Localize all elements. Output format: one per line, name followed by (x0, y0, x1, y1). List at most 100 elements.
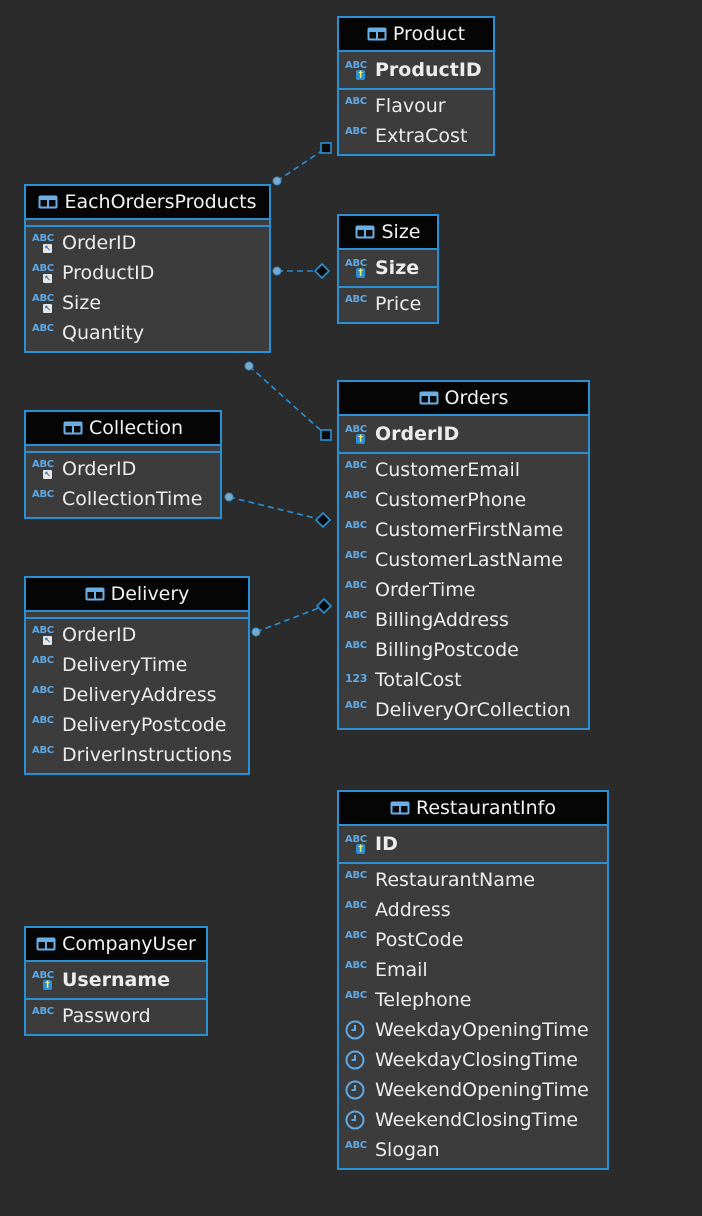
field-row[interactable]: ABC↖OrderID (26, 228, 269, 258)
column-name: PostCode (375, 929, 464, 951)
numeric-type-icon: 123 (345, 672, 368, 685)
table-icon (36, 937, 56, 951)
relationship-eachordersproducts-size[interactable] (272, 262, 331, 280)
primary-key-section: ABC†ProductID (339, 52, 493, 90)
field-row[interactable]: ABC†ProductID (339, 52, 493, 88)
field-row[interactable]: 123 TotalCost (339, 665, 588, 695)
entity-title: EachOrdersProducts (64, 191, 257, 213)
entity-header[interactable]: Delivery (26, 578, 248, 612)
relationship-eachordersproducts-product[interactable] (272, 142, 332, 186)
text-type-icon: ABC (345, 294, 367, 305)
relationship-eachordersproducts-orders[interactable] (244, 361, 332, 441)
primary-key-section (26, 220, 269, 227)
field-row[interactable]: ABC†OrderID (339, 416, 588, 452)
column-name: CustomerPhone (375, 489, 527, 511)
text-type-icon: ABC (345, 610, 367, 621)
column-name: Password (62, 1005, 151, 1027)
primary-key-icon: ABC† (345, 424, 367, 444)
column-name: Telephone (375, 989, 472, 1011)
entity-title: CompanyUser (62, 933, 196, 955)
field-row[interactable]: WeekendOpeningTime (339, 1075, 607, 1105)
column-name: DeliveryPostcode (62, 714, 227, 736)
column-name: DeliveryAddress (62, 684, 217, 706)
relationship-delivery-orders[interactable] (251, 597, 333, 637)
field-row[interactable]: ABC†Size (339, 250, 437, 286)
field-row[interactable]: WeekendClosingTime (339, 1105, 607, 1135)
text-type-icon: ABC (345, 580, 367, 591)
field-row[interactable]: ABC↖OrderID (26, 454, 220, 484)
entity-header[interactable]: CompanyUser (26, 928, 206, 962)
entity-header[interactable]: Size (339, 216, 437, 250)
field-row[interactable]: WeekdayClosingTime (339, 1045, 607, 1075)
entity-header[interactable]: Orders (339, 382, 588, 416)
primary-key-icon: ABC† (32, 970, 54, 990)
column-name: OrderID (62, 624, 137, 646)
text-type-icon: ABC (345, 960, 367, 971)
field-row[interactable]: ABC OrderTime (339, 575, 588, 605)
table-icon (419, 391, 439, 405)
primary-key-section: ABC†Size (339, 250, 437, 288)
field-row[interactable]: WeekdayOpeningTime (339, 1015, 607, 1045)
connector-end-square (320, 429, 332, 441)
column-name: CollectionTime (62, 488, 203, 510)
table-icon (355, 225, 375, 239)
table-icon (38, 195, 58, 209)
column-name: ExtraCost (375, 125, 468, 147)
connector-start-dot (224, 492, 234, 502)
column-name: TotalCost (375, 669, 462, 691)
primary-key-name: ProductID (375, 59, 482, 81)
relationship-collection-orders[interactable] (224, 492, 332, 529)
field-row[interactable]: ABC↖ProductID (26, 258, 269, 288)
primary-key-name: Username (62, 969, 171, 991)
foreign-key-icon: ABC↖ (32, 293, 54, 313)
primary-key-section: ABC†OrderID (339, 416, 588, 454)
entity-header[interactable]: Product (339, 18, 493, 52)
connector-start-dot (244, 361, 254, 371)
entity-header[interactable]: EachOrdersProducts (26, 186, 269, 220)
clock-icon (345, 1110, 369, 1130)
entity-header[interactable]: Collection (26, 412, 220, 446)
column-name: OrderTime (375, 579, 476, 601)
column-name: ProductID (62, 262, 155, 284)
clock-icon (345, 1080, 369, 1100)
field-row[interactable]: ABC† Username (26, 962, 206, 998)
field-row[interactable]: ABC↖Size (26, 288, 269, 318)
column-name: Slogan (375, 1139, 440, 1161)
field-row[interactable]: ABC↖OrderID (26, 620, 248, 650)
field-row[interactable]: ABC†ID (339, 826, 607, 862)
column-name: WeekendClosingTime (375, 1109, 579, 1131)
entity-header[interactable]: RestaurantInfo (339, 792, 607, 826)
